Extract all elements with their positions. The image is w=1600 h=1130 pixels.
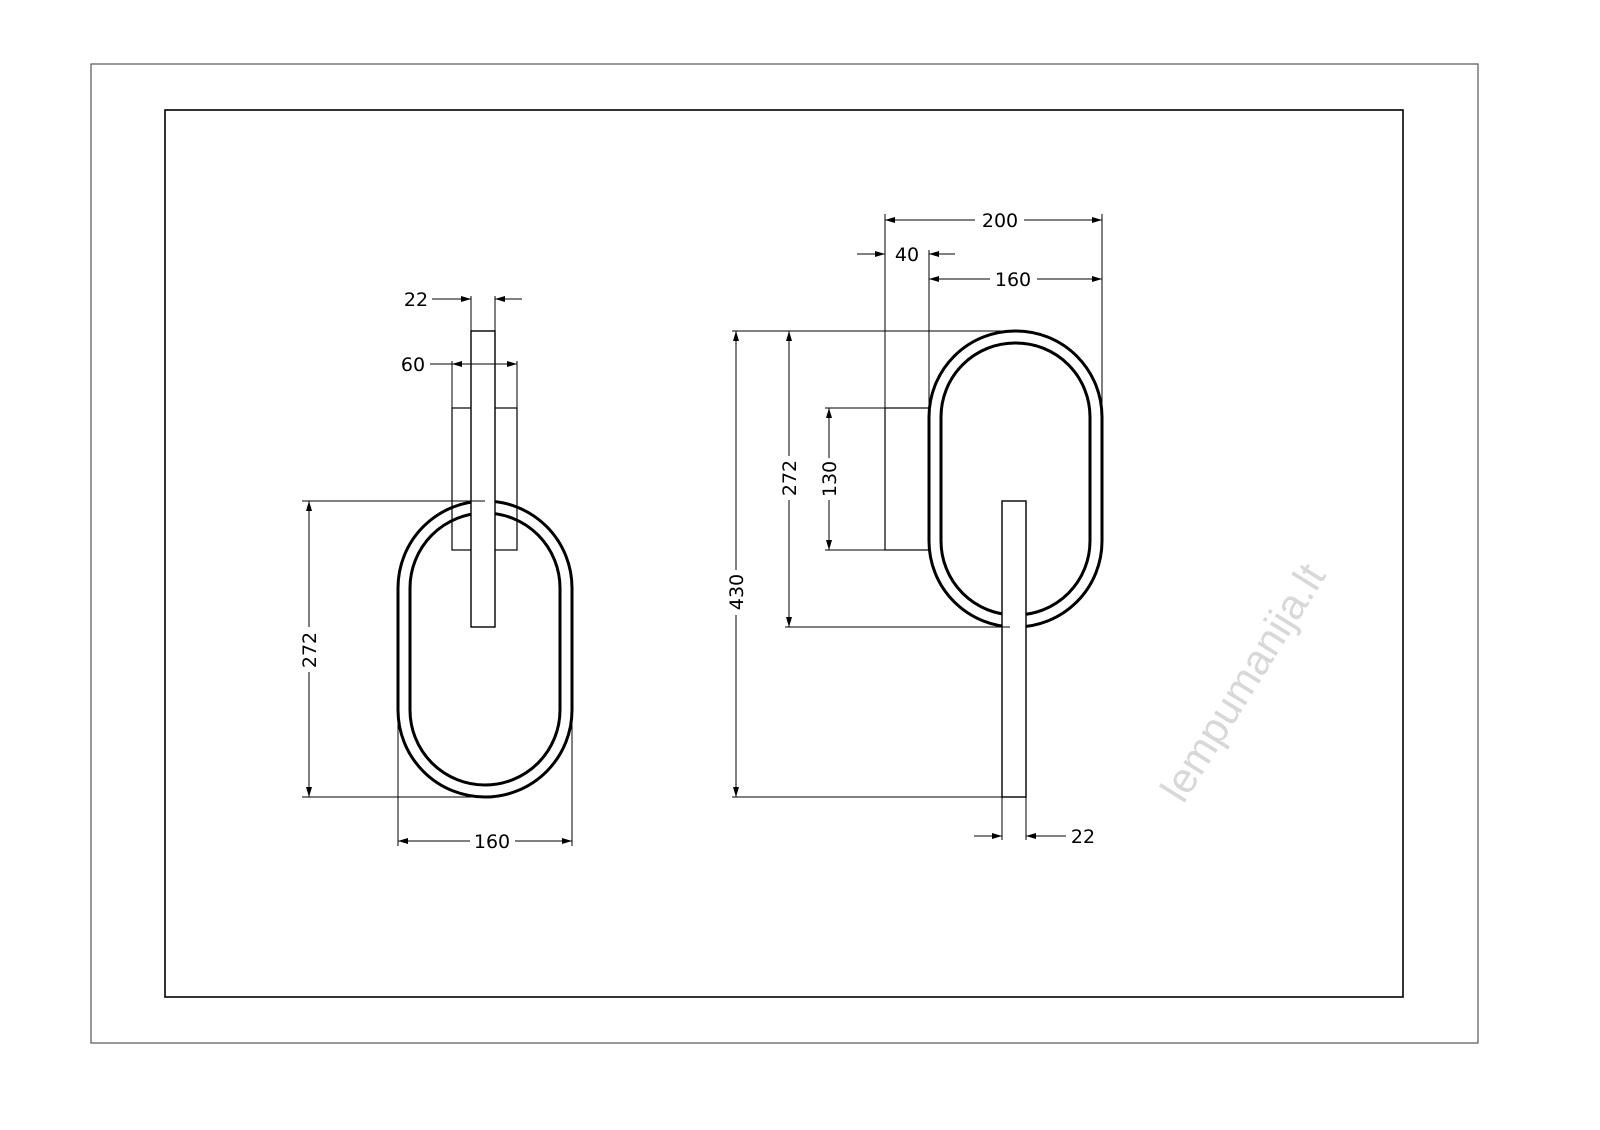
outer-border	[90, 63, 1479, 1044]
dim-label: 130	[819, 461, 841, 497]
dim-side-ring-height: 272	[779, 331, 1010, 628]
dim-side-total-height: 430	[726, 330, 1015, 798]
dim-label: 22	[1071, 826, 1095, 848]
dim-label: 160	[474, 831, 510, 853]
dim-front-ring-width: 160	[397, 590, 573, 853]
front-rod	[470, 330, 496, 628]
dim-side-plate-height: 130	[819, 407, 885, 551]
dim-label: 40	[895, 244, 919, 266]
side-view: 200 40 160 430 272	[726, 210, 1104, 848]
side-rod	[1001, 500, 1027, 798]
dim-label: 200	[982, 210, 1018, 232]
dim-label: 272	[779, 460, 801, 496]
dim-label: 60	[401, 354, 425, 376]
dim-label: 22	[404, 289, 428, 311]
front-view: 22 60 272 160	[299, 289, 574, 853]
dim-side-total-depth: 200	[884, 210, 1103, 410]
watermark: lempumanija.lt	[1151, 555, 1335, 810]
side-mount-plate	[884, 407, 930, 551]
dim-front-rod-width: 22	[404, 289, 522, 331]
dim-label: 160	[995, 269, 1031, 291]
inner-border	[164, 109, 1404, 998]
dim-front-plate-width: 60	[401, 354, 518, 408]
dim-label: 430	[726, 574, 748, 610]
dim-label: 272	[299, 632, 321, 668]
dim-side-ring-width: 160	[929, 269, 1102, 291]
dim-side-rod-width: 22	[974, 797, 1095, 848]
dim-side-plate-depth: 40	[857, 244, 955, 408]
dim-front-ring-height: 272	[299, 500, 485, 798]
